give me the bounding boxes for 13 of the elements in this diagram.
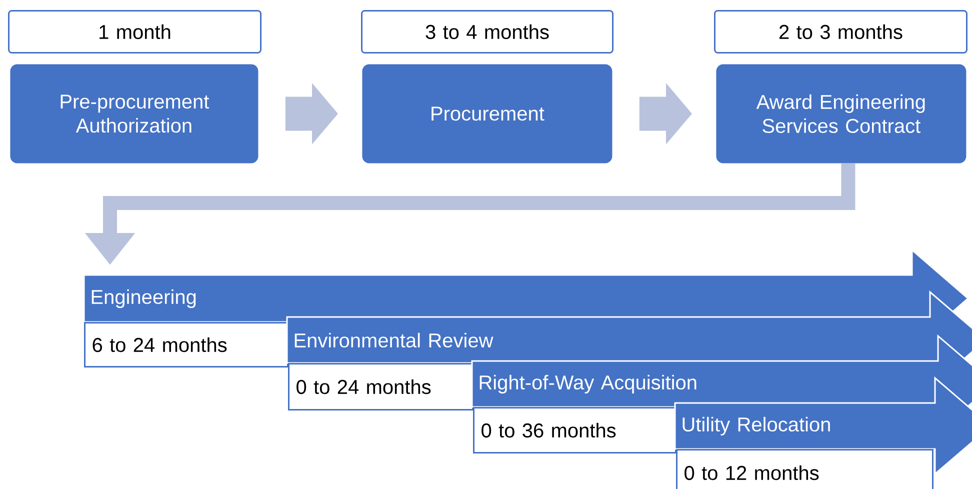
node-label: Engineering: [92, 289, 196, 308]
duration-box: 2 to 3 months: [714, 10, 968, 54]
duration-box: 6 to 24 months: [84, 322, 288, 368]
process-box: Pre-procurement Authorization: [10, 64, 258, 164]
process-box: Procurement: [362, 64, 612, 164]
duration-box: 0 to 24 months: [288, 363, 474, 410]
duration-box: 3 to 4 months: [361, 10, 614, 54]
duration-box: 0 to 36 months: [473, 407, 676, 454]
duration-box: 1 month: [8, 10, 262, 54]
node-label: Environmental Review: [294, 332, 494, 348]
node-label: Utility Relocation: [682, 416, 830, 436]
process-box: Award Engineering Services Contract: [716, 64, 966, 164]
duration-box: 0 to 12 months: [676, 449, 934, 489]
